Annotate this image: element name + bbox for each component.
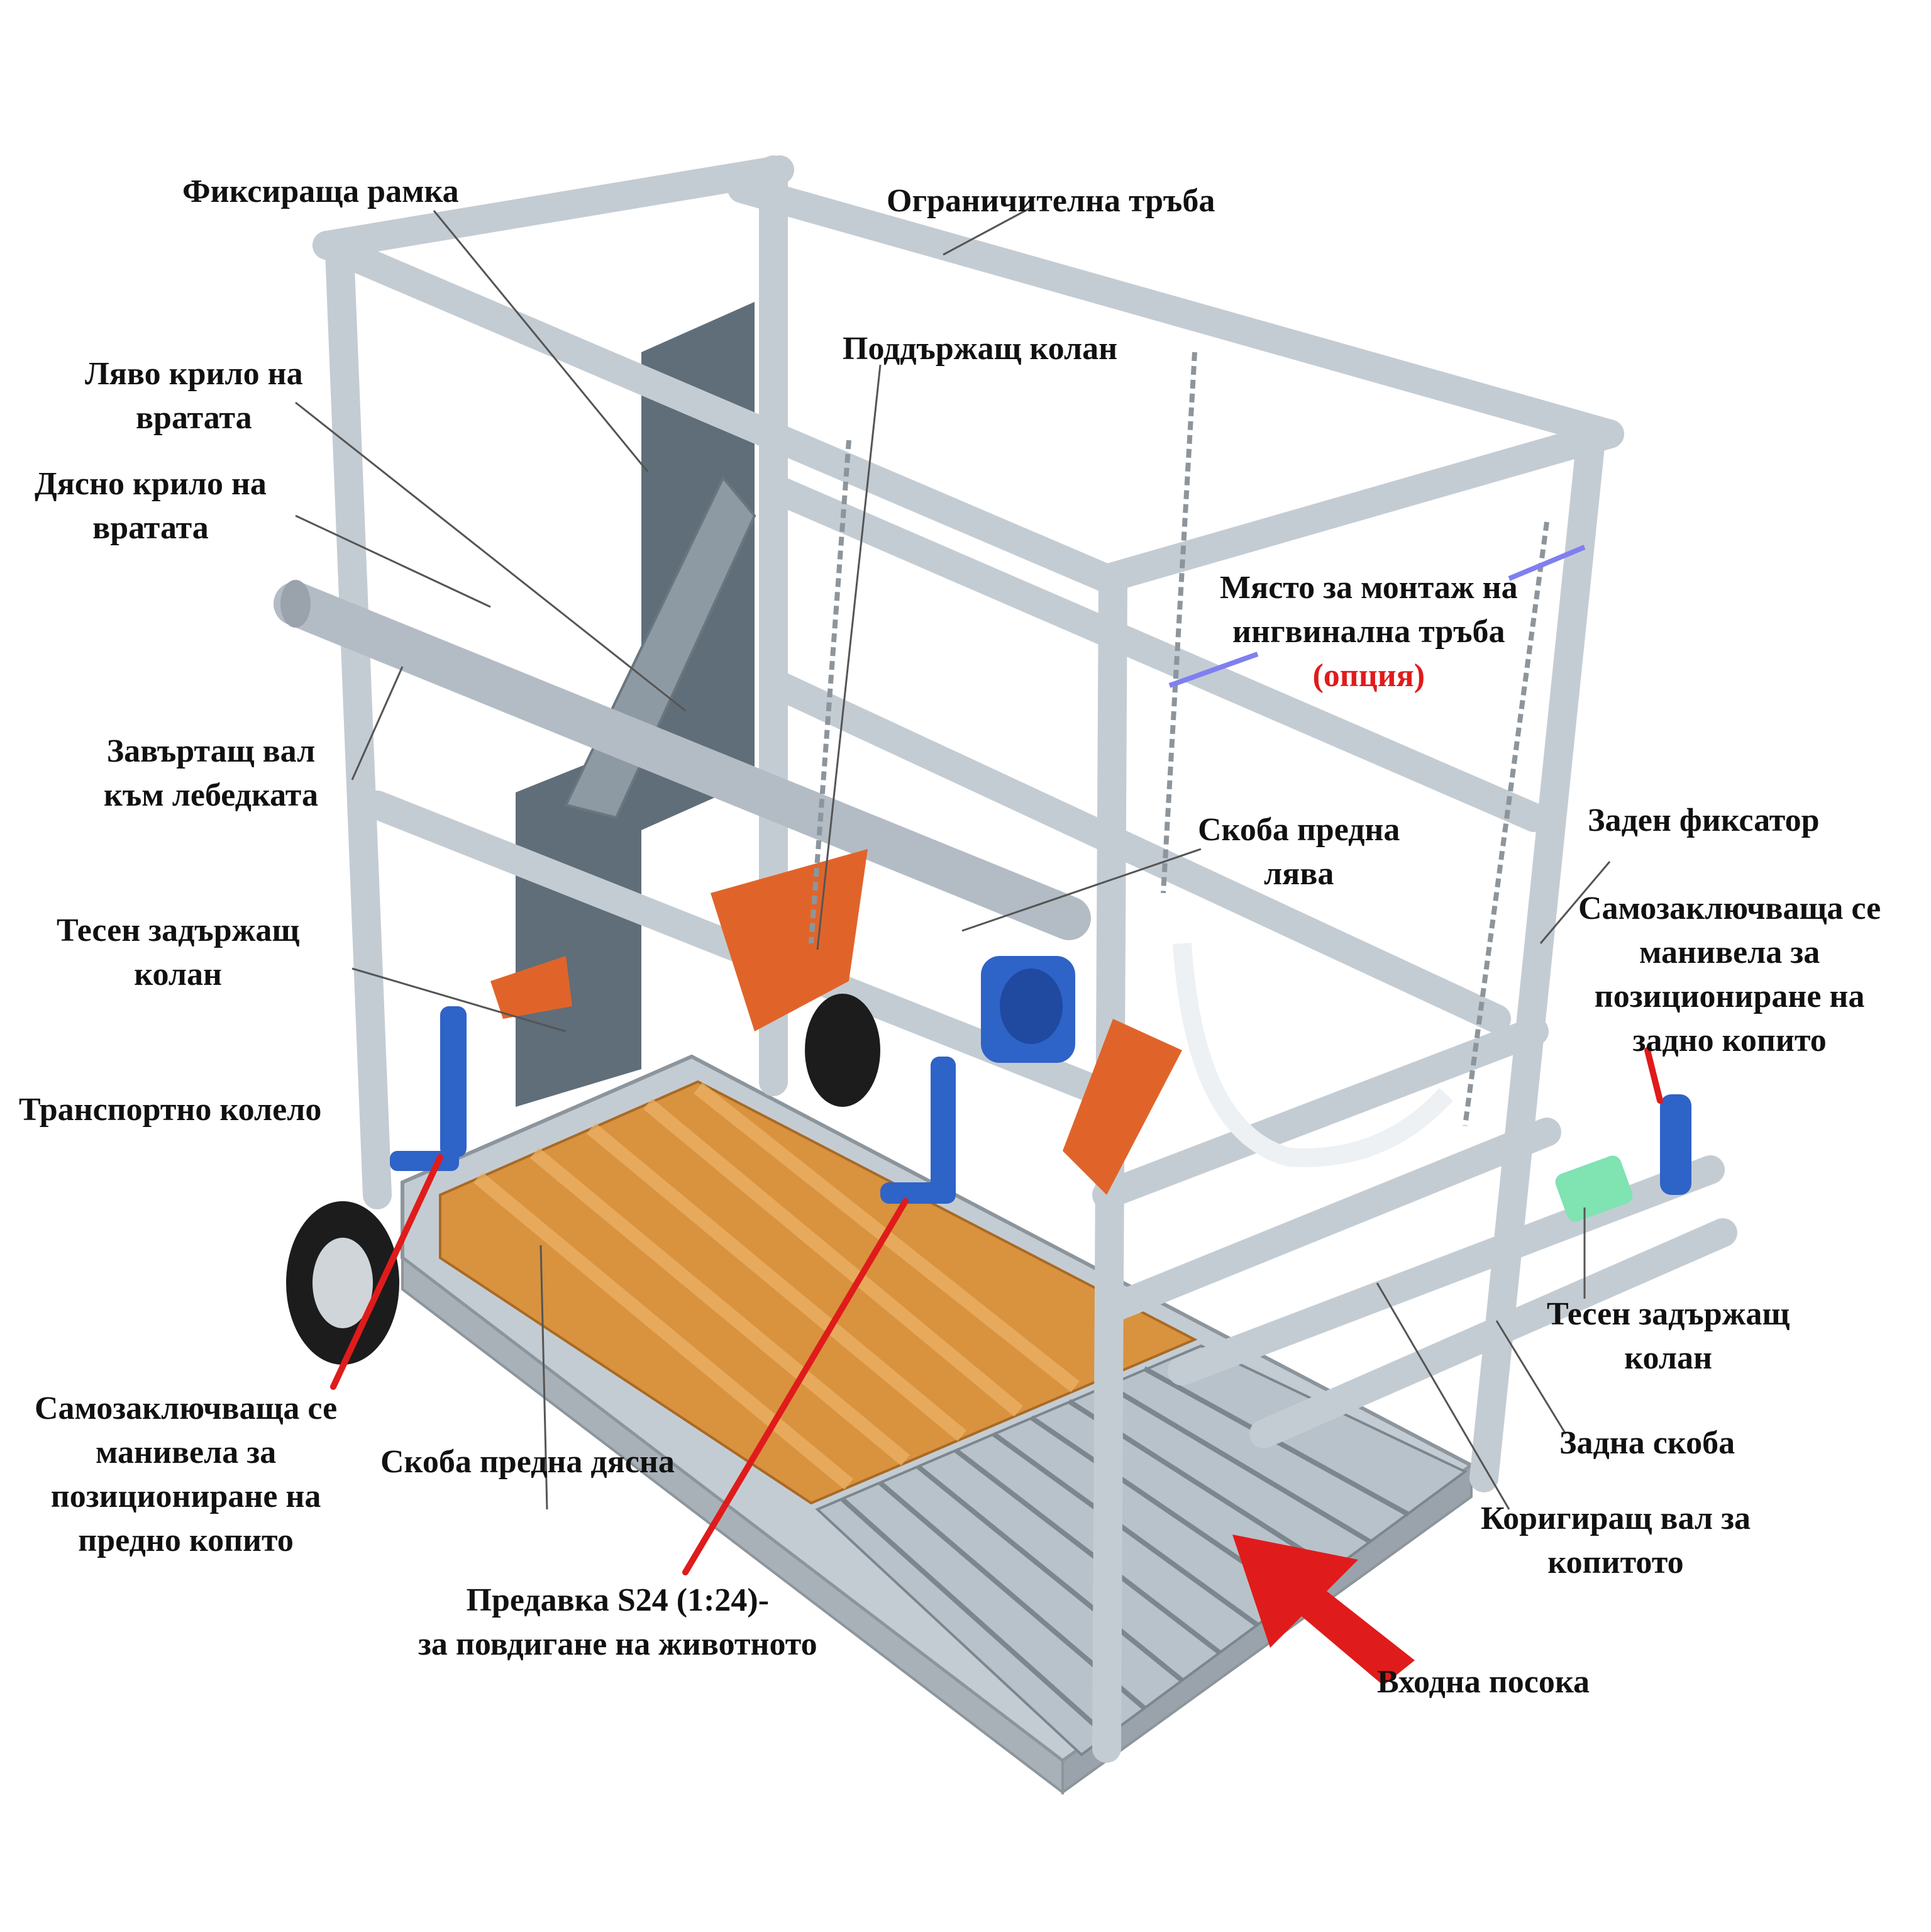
label-limit-tube: Ограничителна тръба (887, 183, 1215, 219)
leader-right-gate (295, 514, 491, 608)
tube-side-upper (765, 476, 1549, 832)
tube-rear-bar-2 (1249, 1218, 1737, 1448)
inguinal-markers (1168, 545, 1586, 688)
leader-winch-shaft (351, 666, 404, 780)
rear-crank (1660, 1094, 1691, 1195)
sling-left (711, 849, 868, 1031)
entry-arrow (1232, 1535, 1415, 1685)
leader-hoof-shaft (1376, 1282, 1510, 1510)
sling-white-loop (1173, 942, 1454, 1167)
leader-rear-fixator (1539, 861, 1611, 944)
leader-support-belt (816, 364, 882, 950)
label-fixing-frame: Фиксираща рамка (182, 174, 459, 209)
label-rear-clamp: Задна скоба (1559, 1425, 1735, 1461)
red-front-crank (330, 1154, 443, 1390)
winch-assembly (390, 956, 1691, 1204)
leader-lines (295, 206, 1611, 1510)
sling-small (490, 956, 572, 1019)
tube-top-right (728, 174, 1624, 448)
winch-grip (880, 1182, 956, 1204)
label-entry-direction: Входна посока (1377, 1664, 1590, 1700)
transport-wheel (286, 994, 880, 1365)
tube-low-front (1098, 1118, 1561, 1323)
cage-frame (313, 155, 1737, 1763)
tube-post-rear-left (325, 237, 392, 1209)
tube-top-left-rear (313, 155, 794, 260)
label-front-right-clamp: Скоба предна дясна (380, 1444, 675, 1480)
entry-arrow-shape (1232, 1535, 1415, 1685)
tube-side-lower (765, 671, 1511, 1033)
tube-top-left (313, 231, 1121, 593)
label-transport-wheel: Транспортно колело (19, 1092, 322, 1128)
winch-handle (931, 1057, 956, 1201)
leader-fixing-frame (433, 210, 649, 472)
red-gear (682, 1198, 909, 1575)
label-rear-fixator: Заден фиксатор (1588, 802, 1820, 838)
chain-right (1463, 521, 1549, 1126)
label-support-belt: Поддържащ колан (843, 331, 1118, 367)
leader-front-left-clamp (961, 848, 1202, 932)
sling-right (1063, 1019, 1182, 1195)
front-crank-grip (390, 1151, 459, 1171)
leader-left-gate (295, 401, 686, 712)
winch-drum (1000, 969, 1063, 1044)
support-slings (490, 352, 1549, 1195)
tube-top-front (1092, 419, 1624, 593)
chain-middle (1161, 352, 1197, 894)
winch-shaft (274, 580, 1091, 940)
wheel-back (805, 994, 880, 1107)
entry-grate (815, 1344, 1468, 1757)
label-gear: Предавка S24 (1:24)-за повдигане на живо… (418, 1582, 817, 1662)
leader-rear-clamp (1495, 1320, 1567, 1435)
front-crank (440, 1006, 467, 1157)
leader-limit-tube (943, 206, 1032, 256)
red-indicators (330, 1047, 1663, 1575)
chain-left (809, 440, 851, 944)
leader-narrow-belt-left (351, 967, 567, 1033)
leader-front-right-clamp (539, 1245, 548, 1510)
green-belt (1555, 1155, 1633, 1222)
red-rear-crank (1644, 1047, 1663, 1104)
tube-mid-front (1092, 1017, 1549, 1209)
tube-post-front-right (1469, 426, 1605, 1492)
gate-panel-left (516, 742, 641, 1107)
